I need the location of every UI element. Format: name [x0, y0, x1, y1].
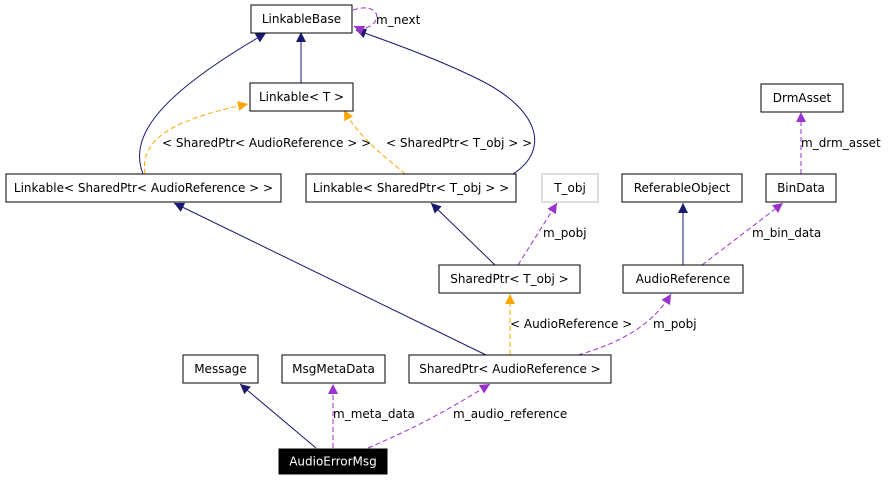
edge-sharedptr-audio-to-linkable-sp-audio	[173, 202, 487, 356]
edge-m-pobj-tobj	[517, 202, 558, 266]
node-referableobject-label: ReferableObject	[634, 181, 731, 195]
label-tpl-sp-tobj: < SharedPtr< T_obj > >	[386, 136, 532, 150]
edge-linkable-sp-audio-to-linkablebase	[139, 32, 267, 175]
node-msgmetadata-label: MsgMetaData	[292, 362, 375, 376]
node-bindata-label: BinData	[777, 181, 825, 195]
node-linkable-sharedptr-audioreference-label: Linkable< SharedPtr< AudioReference > >	[14, 181, 273, 195]
edge-m-pobj-audio	[577, 293, 672, 356]
edge-audioerrormsg-to-message	[239, 383, 317, 449]
node-msgmetadata[interactable]: MsgMetaData	[281, 354, 386, 384]
node-drmasset-label: DrmAsset	[773, 91, 832, 105]
edge-sharedptr-tobj-to-linkable-sp-tobj	[430, 202, 496, 266]
label-m-drm-asset: m_drm_asset	[801, 136, 881, 150]
label-m-pobj-tobj: m_pobj	[543, 226, 587, 240]
label-m-meta-data: m_meta_data	[333, 407, 415, 421]
node-bindata[interactable]: BinData	[765, 173, 837, 203]
node-sharedptr-audioreference[interactable]: SharedPtr< AudioReference >	[408, 354, 612, 384]
node-audioreference-label: AudioReference	[636, 272, 731, 286]
node-tobj-label: T_obj	[553, 181, 586, 195]
node-linkable-sharedptr-tobj-label: Linkable< SharedPtr< T_obj > >	[313, 181, 509, 195]
node-message[interactable]: Message	[182, 354, 259, 384]
edge-labels: m_next < SharedPtr< AudioReference > > <…	[162, 13, 881, 421]
edge-m-next-self	[352, 7, 378, 35]
label-m-audio-reference: m_audio_reference	[453, 407, 567, 421]
node-linkable-t[interactable]: Linkable< T >	[249, 82, 354, 112]
node-linkable-t-label: Linkable< T >	[259, 90, 344, 104]
node-audioerrormsg-label: AudioErrorMsg	[289, 455, 377, 469]
node-message-label: Message	[194, 362, 247, 376]
node-audioreference[interactable]: AudioReference	[622, 264, 744, 294]
node-sharedptr-tobj[interactable]: SharedPtr< T_obj >	[438, 264, 581, 294]
edge-m-bin-data	[701, 202, 784, 266]
node-sharedptr-audioreference-label: SharedPtr< AudioReference >	[419, 362, 600, 376]
node-linkablebase-label: LinkableBase	[262, 12, 341, 26]
node-sharedptr-tobj-label: SharedPtr< T_obj >	[450, 272, 568, 286]
node-linkablebase[interactable]: LinkableBase	[250, 4, 353, 34]
edge-m-audio-reference	[367, 383, 491, 449]
edge-linkable-sp-tobj-to-linkablebase	[355, 28, 536, 175]
edges	[139, 7, 806, 449]
node-referableobject[interactable]: ReferableObject	[621, 173, 743, 203]
label-tpl-audio-ref: < AudioReference >	[510, 317, 632, 331]
label-tpl-sp-audio: < SharedPtr< AudioReference > >	[162, 136, 371, 150]
node-drmasset[interactable]: DrmAsset	[760, 83, 844, 113]
label-m-pobj-audio: m_pobj	[653, 317, 697, 331]
node-tobj[interactable]: T_obj	[541, 173, 599, 203]
node-audioerrormsg[interactable]: AudioErrorMsg	[278, 448, 388, 475]
label-m-next: m_next	[376, 13, 421, 27]
nodes: LinkableBase Linkable< T > Linkable< Sha…	[5, 4, 844, 475]
edge-linkable-sp-audio-to-linkable-t	[143, 101, 249, 175]
node-linkable-sharedptr-tobj[interactable]: Linkable< SharedPtr< T_obj > >	[305, 173, 517, 203]
node-linkable-sharedptr-audioreference[interactable]: Linkable< SharedPtr< AudioReference > >	[5, 173, 282, 203]
label-m-bin-data: m_bin_data	[752, 226, 821, 240]
